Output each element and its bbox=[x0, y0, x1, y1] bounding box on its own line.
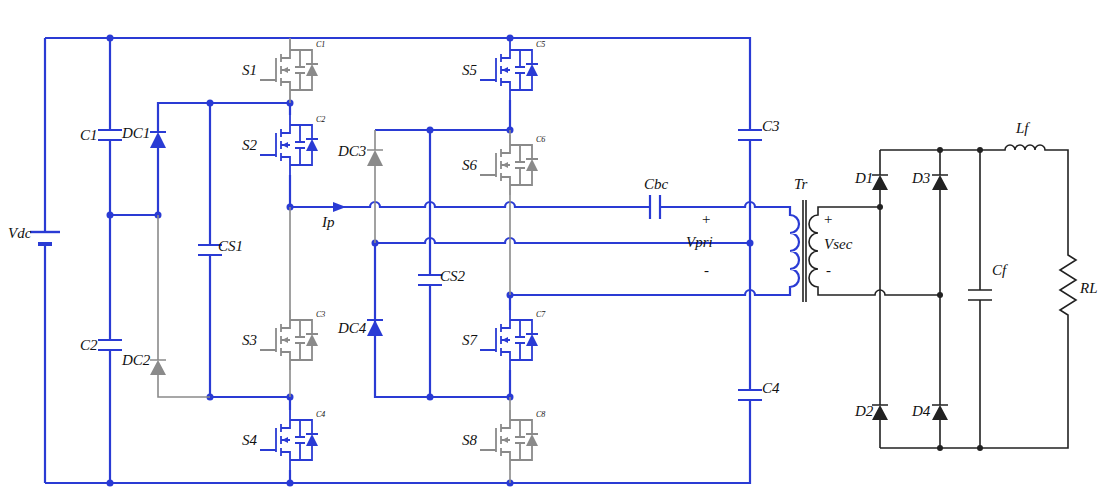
component-label: D3 bbox=[912, 170, 930, 187]
inactive-symbols bbox=[150, 150, 383, 375]
capacitor-label: C4 bbox=[316, 410, 325, 419]
component-label: Ip bbox=[322, 214, 335, 231]
component-label: Vpri bbox=[686, 234, 713, 251]
capacitor-label: C1 bbox=[316, 40, 325, 49]
component-label: + bbox=[824, 211, 832, 228]
component-label: CS2 bbox=[440, 268, 465, 285]
capacitor-label: C3 bbox=[316, 310, 325, 319]
component-label: DC1 bbox=[122, 125, 150, 142]
component-label: S3 bbox=[242, 332, 257, 349]
capacitor-label: C5 bbox=[536, 40, 545, 49]
active-wiring bbox=[30, 38, 799, 483]
capacitor-label: C2 bbox=[316, 115, 325, 124]
component-label: S2 bbox=[242, 137, 257, 154]
component-label: Cbc bbox=[644, 176, 668, 193]
component-label: - bbox=[704, 262, 709, 279]
component-label: D1 bbox=[855, 170, 873, 187]
component-label: Cf bbox=[992, 262, 1006, 279]
component-label: + bbox=[702, 211, 710, 228]
component-label: Vdc bbox=[8, 225, 31, 242]
mosfet-symbol bbox=[480, 310, 538, 370]
component-label: CS1 bbox=[218, 238, 243, 255]
mosfet-symbol bbox=[480, 410, 538, 470]
mosfet-symbol bbox=[260, 115, 318, 175]
component-label: S6 bbox=[462, 157, 477, 174]
component-label: Vsec bbox=[824, 236, 852, 253]
component-label: C3 bbox=[762, 118, 780, 135]
rectifier-symbols bbox=[872, 147, 983, 451]
component-label: S7 bbox=[462, 332, 477, 349]
mosfet-symbol bbox=[260, 410, 318, 470]
component-label: Tr bbox=[794, 176, 807, 193]
mosfet-symbol bbox=[480, 40, 538, 100]
rectifier-wiring bbox=[803, 145, 1076, 448]
component-label: Lf bbox=[1016, 120, 1029, 137]
active-symbols bbox=[107, 35, 754, 487]
component-label: D4 bbox=[912, 403, 930, 420]
component-label: D2 bbox=[855, 403, 873, 420]
mosfet-symbol bbox=[260, 40, 318, 100]
component-label: C1 bbox=[80, 127, 98, 144]
component-label: DC2 bbox=[122, 352, 150, 369]
component-label: C2 bbox=[80, 337, 98, 354]
capacitor-label: C6 bbox=[536, 135, 545, 144]
component-label: DC4 bbox=[338, 320, 366, 337]
component-label: S1 bbox=[242, 62, 257, 79]
mosfet-symbol bbox=[480, 135, 538, 195]
component-label: S5 bbox=[462, 62, 477, 79]
mosfet-symbol bbox=[260, 310, 318, 370]
capacitor-label: C8 bbox=[536, 410, 545, 419]
component-label: C4 bbox=[762, 380, 780, 397]
component-label: S8 bbox=[462, 432, 477, 449]
component-label: DC3 bbox=[338, 143, 366, 160]
capacitor-label: C7 bbox=[536, 310, 545, 319]
component-label: S4 bbox=[242, 432, 257, 449]
component-label: RL bbox=[1080, 280, 1098, 297]
inactive-wiring bbox=[150, 38, 510, 483]
component-label: - bbox=[826, 262, 831, 279]
